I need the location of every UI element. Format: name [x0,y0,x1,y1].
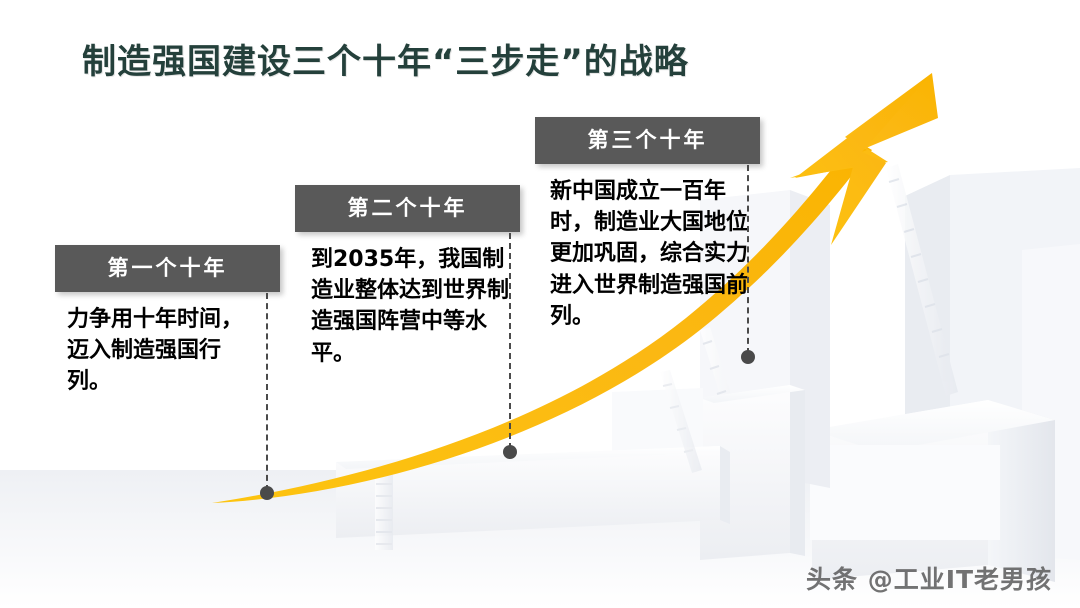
background-slab-right [1022,244,1080,560]
ladder-icon-left [375,474,393,550]
connector-line-2 [509,233,511,449]
page-title: 制造强国建设三个十年“三步走”的战略 [82,42,689,82]
background-platform-left [336,446,730,538]
step-block-3: 第三个十年 新中国成立一百年时，制造业大国地位更加巩固，综合实力进入世界制造强国… [535,117,760,332]
milestone-dot-2 [503,445,517,459]
ladder-icon-center [700,327,770,524]
ladder-icon-right [886,164,958,396]
connector-line-1 [266,293,268,491]
step-1-header: 第一个十年 [55,245,280,292]
background-box-tall-center [700,385,805,560]
step-1-body: 力争用十年时间，迈入制造强国行列。 [67,307,244,395]
step-3-body: 新中国成立一百年时，制造业大国地位更加巩固，综合实力进入世界制造强国前列。 [550,179,749,329]
step-2-header: 第二个十年 [295,185,520,232]
step-block-2: 第二个十年 到2035年，我国制造业整体达到世界制造强国阵营中等水平。 [295,185,520,369]
milestone-dot-1 [260,486,274,500]
connector-line-3 [747,165,749,354]
watermark-text: 头条 @工业IT老男孩 [806,565,1053,594]
step-3-header: 第三个十年 [535,117,760,164]
step-block-1: 第一个十年 力争用十年时间，迈入制造强国行列。 [55,245,280,398]
step-2-body: 到2035年，我国制造业整体达到世界制造强国阵营中等水平。 [311,247,510,366]
background-panel-center-left [612,388,703,474]
background-box-right [812,400,1055,582]
milestone-dot-3 [741,350,755,364]
ladder-icon-mid [660,370,702,473]
background-block-center-right [810,445,1000,540]
background-slab-far-right [905,168,1080,520]
